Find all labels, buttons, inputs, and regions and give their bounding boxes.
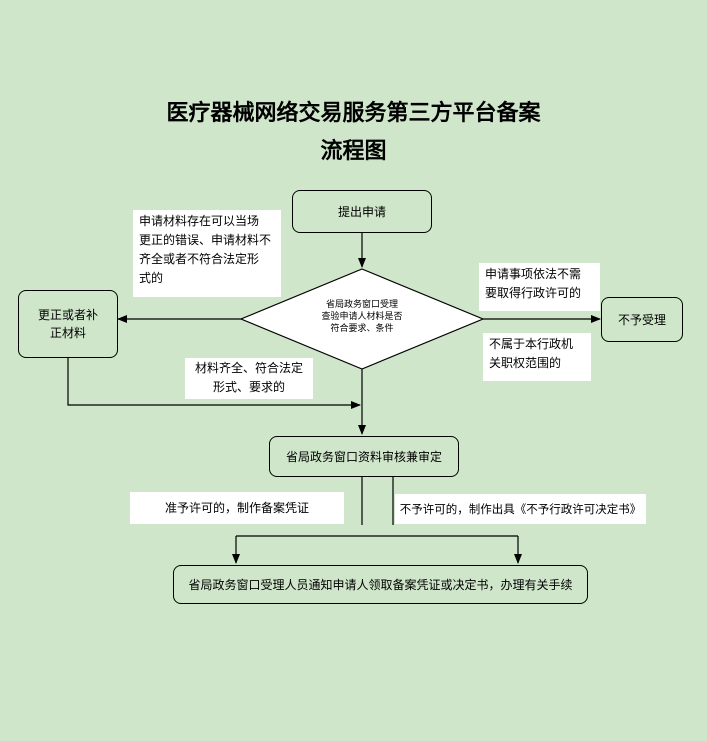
decision-text: 省局政务窗口受理 查验申请人材料是否 符合要求、条件 [292,299,432,335]
correct-label-line: 正材料 [49,326,86,340]
note-line: 要取得行政许可的 [485,286,582,300]
note-line: 申请事项依法不需 [485,267,582,281]
note-deny: 不予许可的，制作出具《不予行政许可决定书》 [395,494,646,524]
note-not-required: 申请事项依法不需 要取得行政许可的 [479,263,600,311]
note-line: 准予许可的，制作备案凭证 [164,500,309,515]
diagram-title-line2: 流程图 [320,138,387,164]
notify-label: 省局政务窗口受理人员通知申请人领取备案凭证或决定书，办理有关手续 [188,577,573,592]
note-complete: 材料齐全、符合法定 形式、要求的 [185,358,313,399]
note-line: 式的 [139,271,164,285]
review-node: 省局政务窗口资料审核兼审定 [269,436,459,477]
note-approve: 准予许可的，制作备案凭证 [130,492,344,524]
notify-node: 省局政务窗口受理人员通知申请人领取备案凭证或决定书，办理有关手续 [173,565,588,604]
note-correctable: 申请材料存在可以当场 更正的错误、申请材料不 齐全或者不符合法定形 式的 [133,210,281,297]
decision-line: 查验申请人材料是否 [321,312,403,322]
reject-node: 不予受理 [601,297,683,342]
start-node: 提出申请 [292,190,432,233]
review-label: 省局政务窗口资料审核兼审定 [285,449,442,464]
diagram-title-line1: 医疗器械网络交易服务第三方平台备案 [166,100,541,126]
note-line: 不属于本行政机 [489,337,574,351]
note-line: 申请材料存在可以当场 [139,214,260,228]
note-line: 齐全或者不符合法定形 [139,252,260,266]
correct-label-line: 更正或者补 [37,308,98,322]
correct-node: 更正或者补 正材料 [18,290,118,358]
decision-line: 省局政务窗口受理 [325,300,398,310]
note-line: 更正的错误、申请材料不 [139,233,272,247]
note-line: 关职权范围的 [489,356,562,370]
note-line: 不予许可的，制作出具《不予行政许可决定书》 [399,501,642,516]
start-label: 提出申请 [337,204,386,219]
note-not-in-scope: 不属于本行政机 关职权范围的 [483,333,591,381]
decision-line: 符合要求、条件 [330,324,394,334]
arrow-correct-to-main [67,358,361,409]
reject-label: 不予受理 [617,312,666,327]
note-line: 材料齐全、符合法定 [194,361,303,375]
note-line: 形式、要求的 [212,380,285,394]
